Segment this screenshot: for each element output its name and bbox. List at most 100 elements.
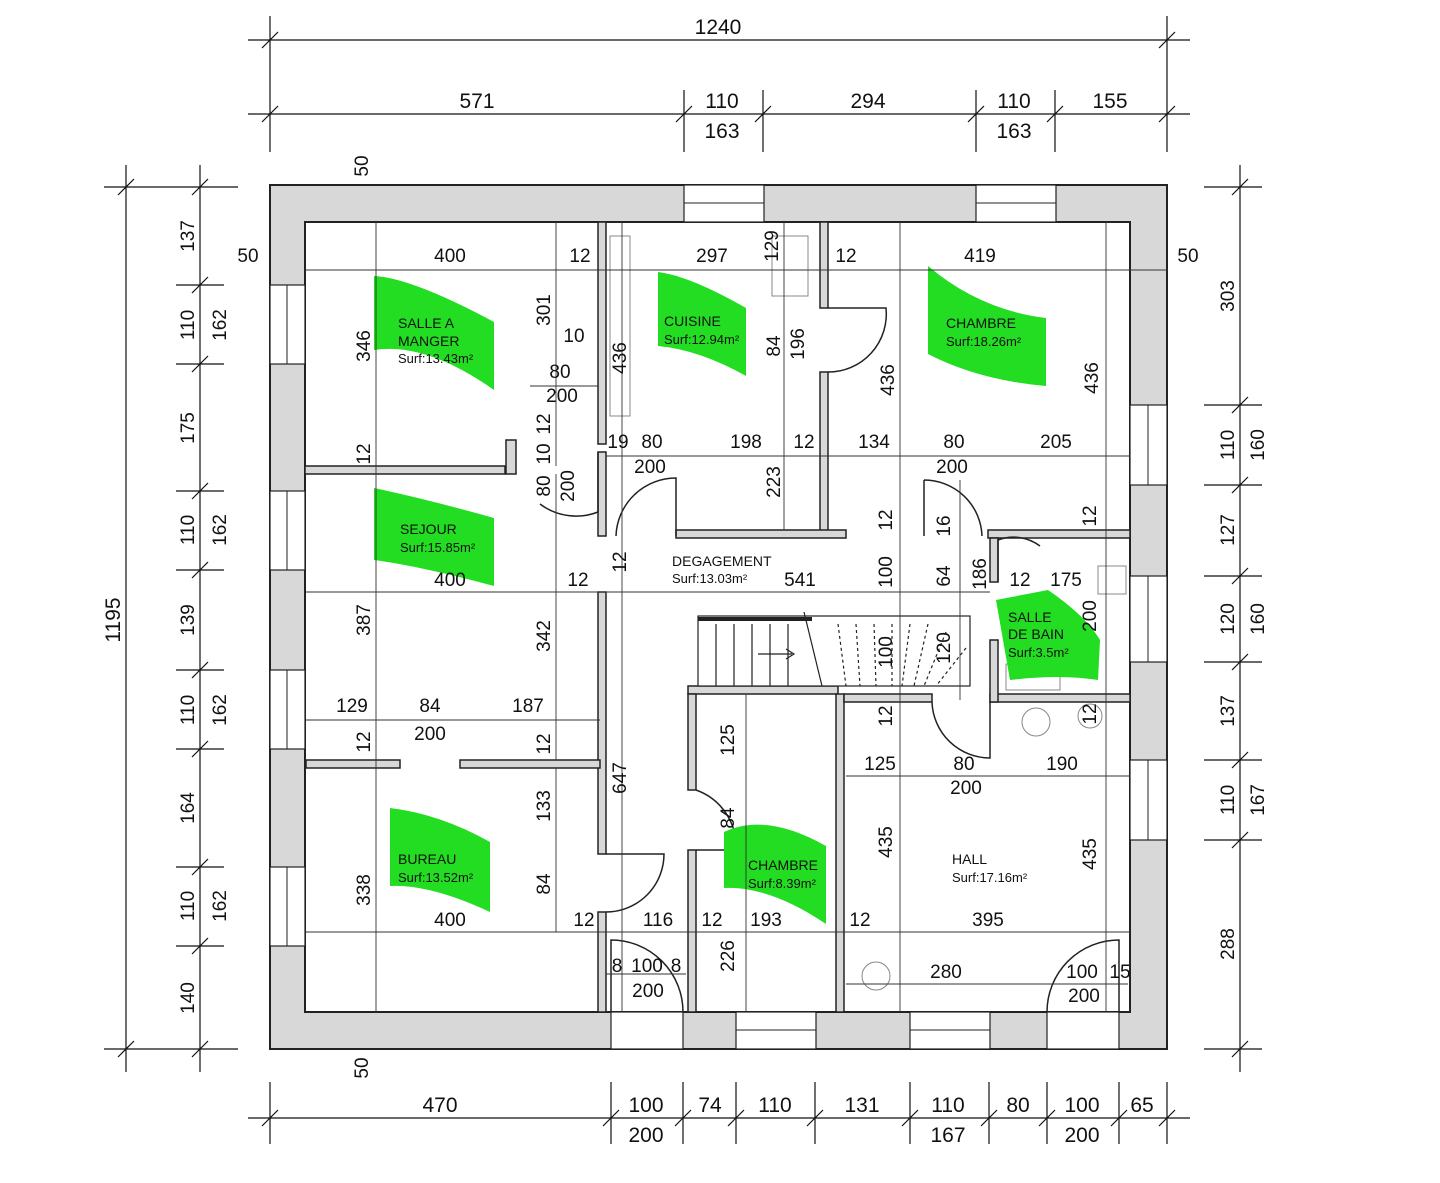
door-swing-cuisine bbox=[827, 307, 888, 373]
dim-right-outer-4: 120 bbox=[1218, 603, 1239, 635]
dim-right-inner-2: 160 bbox=[1248, 603, 1269, 635]
room-name-chambre-2: CHAMBRE bbox=[748, 857, 818, 873]
dim-bottom-seg-8: 100 bbox=[1064, 1094, 1099, 1117]
dim-left-inner-2: 162 bbox=[210, 514, 231, 546]
room-area-salle-a-manger: Surf:13.43m² bbox=[398, 351, 474, 366]
idim-436a: 436 bbox=[610, 342, 631, 374]
idim-436b: 436 bbox=[878, 364, 899, 396]
idim-80a: 80 bbox=[549, 362, 570, 383]
dim-bottom-seg-2: 100 bbox=[628, 1094, 663, 1117]
dim-left-outer-3: 175 bbox=[178, 412, 199, 444]
idim-80v: 80 bbox=[534, 475, 555, 496]
idim-200a: 200 bbox=[546, 386, 578, 407]
doors bbox=[539, 307, 1120, 1013]
idim-12m: 12 bbox=[876, 705, 897, 726]
idim-84c: 84 bbox=[718, 807, 739, 829]
idim-100a: 100 bbox=[876, 556, 897, 588]
dim-right-outer-1: 303 bbox=[1218, 280, 1239, 312]
dim-bottom-sub-1: 200 bbox=[628, 1124, 663, 1147]
dim-right-inner-1: 160 bbox=[1248, 429, 1269, 461]
idim-12c: 12 bbox=[354, 443, 375, 464]
idim-226: 226 bbox=[718, 940, 739, 972]
idim-435b: 435 bbox=[1080, 838, 1101, 870]
idim-64: 64 bbox=[934, 565, 955, 587]
idim-280: 280 bbox=[930, 962, 962, 983]
idim-84d: 84 bbox=[534, 873, 555, 895]
idim-200g: 200 bbox=[632, 981, 664, 1002]
idim-125b: 125 bbox=[864, 754, 896, 775]
dim-wall-bottom: 50 bbox=[352, 1057, 373, 1078]
room-area-chambre-2: Surf:8.39m² bbox=[748, 876, 817, 891]
exterior-dimension-lines bbox=[104, 16, 1262, 1144]
idim-19: 19 bbox=[607, 432, 628, 453]
idim-12a: 12 bbox=[569, 246, 590, 267]
idim-223: 223 bbox=[764, 466, 785, 498]
idim-12l: 12 bbox=[534, 733, 555, 754]
dim-left-outer-9: 140 bbox=[178, 982, 199, 1014]
idim-129a: 129 bbox=[762, 230, 783, 262]
idim-120: 120 bbox=[934, 632, 955, 664]
idim-175: 175 bbox=[1050, 570, 1082, 591]
door-swing-entry-right bbox=[1046, 939, 1120, 1013]
idim-301: 301 bbox=[534, 294, 555, 326]
idim-12o: 12 bbox=[573, 910, 594, 931]
dim-bottom-sub-2: 167 bbox=[930, 1124, 965, 1147]
dim-left-total: 1195 bbox=[102, 597, 125, 642]
interior-walls bbox=[304, 221, 1131, 1013]
highlight-chambre-1 bbox=[928, 266, 1046, 386]
idim-100d: 100 bbox=[1066, 962, 1098, 983]
highlight-cuisine bbox=[658, 272, 746, 376]
room-name-hall: HALL bbox=[952, 851, 987, 867]
idim-387: 387 bbox=[354, 604, 375, 636]
interior-dimension-labels: 400 12 297 129 12 419 346 301 10 80 200 … bbox=[336, 230, 1130, 1007]
room-name-chambre-1: CHAMBRE bbox=[946, 315, 1016, 331]
dim-left-outer-2: 110 bbox=[178, 310, 199, 340]
door-swing-chambre1 bbox=[923, 479, 983, 537]
idim-12k: 12 bbox=[354, 731, 375, 752]
dim-wall-left: 50 bbox=[237, 246, 258, 267]
dim-bottom-seg-3: 74 bbox=[698, 1094, 722, 1117]
staircase bbox=[697, 611, 971, 687]
idim-12q: 12 bbox=[849, 910, 870, 931]
idim-8a: 8 bbox=[612, 956, 623, 977]
dim-right-outer-3: 127 bbox=[1218, 514, 1239, 546]
dim-bottom-seg-5: 131 bbox=[844, 1094, 879, 1117]
dim-bottom-sub-3: 200 bbox=[1064, 1124, 1099, 1147]
idim-200c: 200 bbox=[936, 457, 968, 478]
dim-bottom-seg-4: 110 bbox=[758, 1094, 791, 1117]
idim-100c: 100 bbox=[631, 956, 663, 977]
idim-12g: 12 bbox=[1080, 505, 1101, 526]
room-name2-salle-a-manger: MANGER bbox=[398, 333, 459, 349]
idim-80d: 80 bbox=[953, 754, 974, 775]
idim-80c: 80 bbox=[943, 432, 964, 453]
idim-395: 395 bbox=[972, 910, 1004, 931]
idim-12d: 12 bbox=[534, 413, 555, 434]
dim-left-outer-1: 137 bbox=[178, 220, 199, 252]
room-area-bureau: Surf:13.52m² bbox=[398, 870, 474, 885]
dim-wall-right: 50 bbox=[1177, 246, 1198, 267]
idim-541: 541 bbox=[784, 570, 816, 591]
idim-84a: 84 bbox=[764, 335, 785, 357]
dim-top-seg-3: 294 bbox=[850, 90, 885, 113]
dim-left-outer-4: 110 bbox=[178, 515, 199, 545]
idim-186: 186 bbox=[970, 558, 991, 590]
idim-12h: 12 bbox=[567, 570, 588, 591]
dim-top-sub-2: 163 bbox=[996, 120, 1031, 143]
idim-12f: 12 bbox=[876, 509, 897, 530]
idim-10a: 10 bbox=[563, 326, 584, 347]
idim-346: 346 bbox=[354, 330, 375, 362]
idim-129b: 129 bbox=[336, 696, 368, 717]
highlight-salle-a-manger bbox=[374, 276, 494, 390]
idim-12i: 12 bbox=[610, 551, 631, 572]
dim-top-seg-5: 155 bbox=[1092, 90, 1127, 113]
door-swing-entry-left bbox=[610, 939, 684, 1013]
exterior-dimension-labels: 1240 571 110 294 110 155 163 163 1195 13… bbox=[102, 16, 1269, 1147]
door-swing-bureau bbox=[605, 853, 665, 913]
idim-205: 205 bbox=[1040, 432, 1072, 453]
dim-left-outer-7: 164 bbox=[178, 792, 199, 824]
dim-top-sub-1: 163 bbox=[704, 120, 739, 143]
idim-400b: 400 bbox=[434, 570, 466, 591]
room-name2-salle-de-bain: DE BAIN bbox=[1008, 626, 1064, 642]
dim-right-outer-7: 288 bbox=[1218, 928, 1239, 960]
idim-338: 338 bbox=[354, 874, 375, 906]
